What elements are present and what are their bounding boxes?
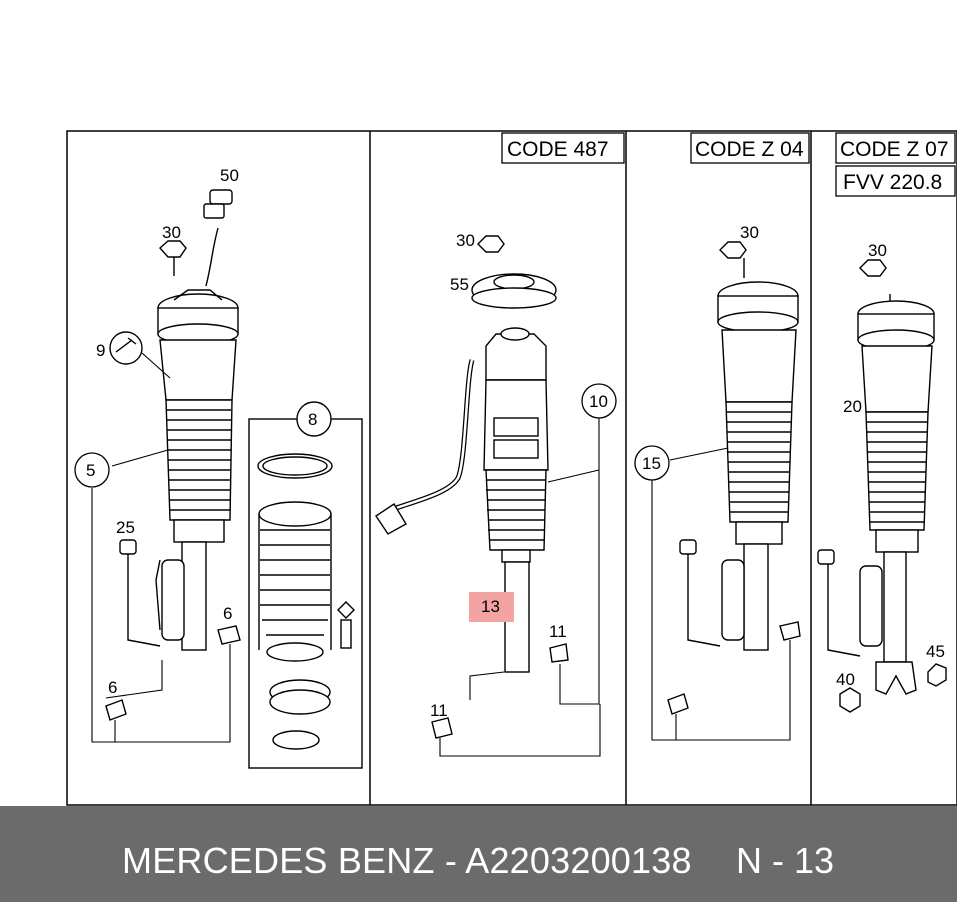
callout-30-b: 30 — [456, 231, 475, 250]
callout-45: 45 — [926, 642, 945, 661]
sensor-part-50 — [203, 189, 233, 287]
callout-20: 20 — [843, 397, 862, 416]
bellows-part-5 — [165, 399, 233, 521]
callout-6-a: 6 — [223, 604, 232, 623]
nut-part-30-c — [719, 241, 747, 259]
panel-1-strut — [105, 189, 241, 721]
footer-page-number: N - 13 — [736, 840, 835, 881]
kit-box-8 — [248, 401, 363, 769]
bump-stop-part-6b — [105, 699, 127, 721]
nut-part-30-b — [477, 235, 505, 253]
callout-30-d: 30 — [868, 241, 887, 260]
callout-9: 9 — [96, 341, 105, 360]
mount-plate-part-55 — [471, 273, 557, 309]
callout-6-b: 6 — [108, 678, 117, 697]
wrench-icon — [109, 331, 143, 365]
panel-2-strut — [375, 235, 569, 739]
panel-3-strut — [667, 241, 801, 715]
bellows-part-20 — [865, 411, 929, 531]
callout-25: 25 — [116, 518, 135, 537]
code-z04-label: CODE Z 04 — [695, 138, 804, 161]
panel-frame — [66, 130, 957, 806]
callout-8: 8 — [308, 410, 317, 429]
code-box-487: CODE 487 — [501, 132, 625, 164]
code-487-label: CODE 487 — [507, 138, 609, 161]
callout-55: 55 — [450, 275, 469, 294]
panel-4-strut — [817, 259, 947, 713]
callout-5: 5 — [86, 461, 95, 480]
callout-11-a: 11 — [549, 622, 567, 641]
callout-13: 13 — [481, 597, 500, 616]
callout-40: 40 — [836, 670, 855, 689]
nut-part-30 — [159, 240, 187, 258]
callout-15: 15 — [642, 454, 661, 473]
callout-30-a: 30 — [162, 223, 181, 242]
bump-stop-part-11 — [549, 643, 569, 663]
bellows-part-10 — [485, 469, 547, 551]
code-box-z07: CODE Z 07 FVV 220.8 — [835, 132, 956, 197]
callout-10: 10 — [589, 392, 608, 411]
nut-part-30-d — [859, 259, 887, 277]
bellows-part-15 — [725, 401, 793, 523]
bump-stop-part-6 — [217, 625, 241, 645]
fvv-label: FVV 220.8 — [843, 171, 942, 194]
bump-stop-part-11b — [431, 717, 453, 739]
nut-part-45 — [927, 663, 947, 687]
callout-50: 50 — [220, 166, 239, 185]
code-z07-label: CODE Z 07 — [840, 138, 949, 161]
callout-11-b: 11 — [430, 701, 448, 720]
bolt-part-40 — [839, 687, 861, 713]
code-box-z04: CODE Z 04 — [690, 132, 810, 164]
footer-bar: MERCEDES BENZ - A2203200138 N - 13 — [0, 806, 957, 902]
callout-30-c: 30 — [740, 223, 759, 242]
highlight-box-13 — [469, 592, 514, 622]
footer-part-number: MERCEDES BENZ - A2203200138 — [122, 840, 692, 881]
